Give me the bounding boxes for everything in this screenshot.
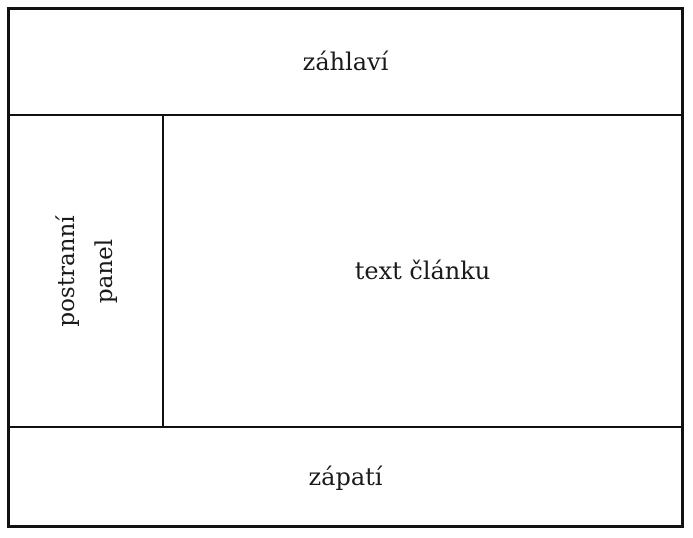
content-box: text článku bbox=[164, 116, 681, 426]
footer-label: zápatí bbox=[308, 462, 383, 491]
header-label: záhlaví bbox=[302, 48, 389, 76]
sidebar-label: postranní panel bbox=[48, 215, 124, 326]
layout-frame: záhlaví postranní panel text článku zápa… bbox=[7, 7, 684, 528]
content-label: text článku bbox=[354, 257, 491, 285]
footer-box: zápatí bbox=[10, 428, 681, 525]
middle-row: postranní panel text článku bbox=[10, 116, 681, 428]
sidebar-label-line2: panel bbox=[92, 238, 118, 304]
header-box: záhlaví bbox=[10, 10, 681, 116]
sidebar-label-line1: postranní bbox=[54, 215, 80, 327]
sidebar-box: postranní panel bbox=[10, 116, 164, 426]
